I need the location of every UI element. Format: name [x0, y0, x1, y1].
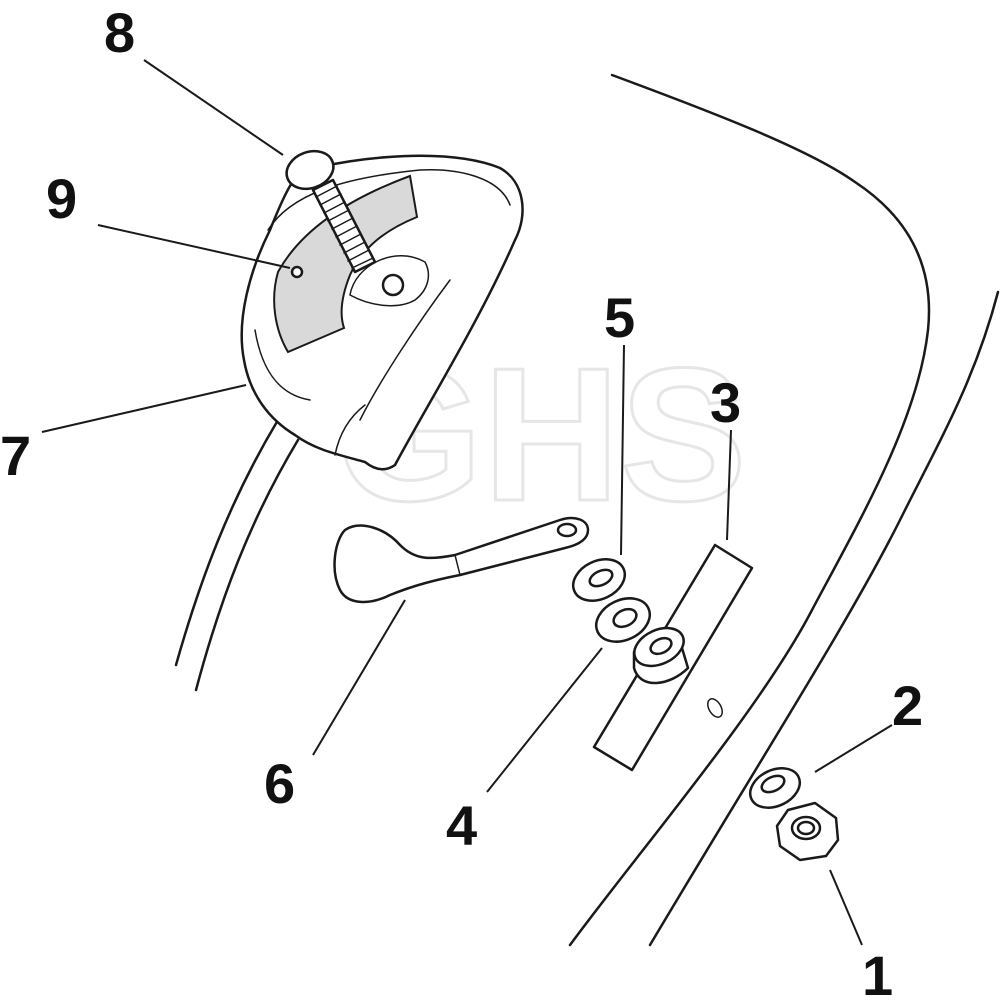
frame-hole	[707, 698, 723, 718]
callout-3: 3	[710, 371, 741, 434]
leader-8	[143, 59, 284, 156]
lever-hole	[556, 522, 578, 538]
callout-6: 6	[264, 752, 295, 815]
spacer-part-4	[632, 626, 690, 685]
callout-1: 1	[862, 944, 893, 1000]
washer-part-5	[571, 558, 627, 602]
leader-4	[486, 647, 603, 793]
bolt-part-8	[285, 149, 377, 274]
callout-5: 5	[604, 286, 635, 349]
callout-8: 8	[104, 1, 135, 64]
callout-7: 7	[0, 424, 31, 487]
leader-3	[726, 429, 732, 541]
leader-7	[41, 384, 247, 433]
leader-2	[814, 724, 893, 773]
housing-hole	[381, 273, 405, 297]
bolt-head	[285, 149, 335, 191]
handle-frame	[568, 73, 1000, 947]
leader-6	[312, 599, 406, 756]
nut-part-1	[775, 801, 840, 862]
washer-part-4	[595, 597, 651, 643]
label-plate-dot	[290, 265, 304, 279]
leader-lines	[41, 59, 893, 946]
control-cable	[174, 418, 300, 692]
callout-4: 4	[446, 794, 477, 857]
leader-1	[829, 869, 863, 946]
washer-part-2	[748, 767, 802, 809]
callout-9: 9	[46, 167, 77, 230]
callout-2: 2	[892, 674, 923, 737]
leader-5	[620, 344, 625, 556]
lever-part-6	[333, 516, 590, 604]
leader-9	[97, 224, 291, 269]
